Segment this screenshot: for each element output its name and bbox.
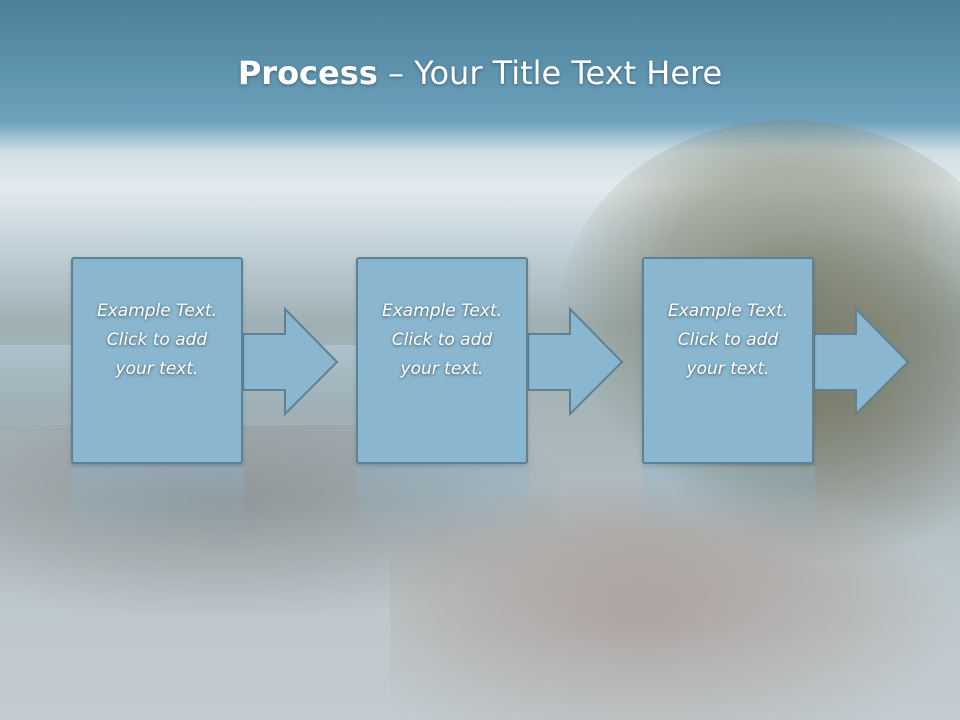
step-2-text: Example Text. Click to add your text.: [381, 301, 503, 379]
title-separator: –: [387, 54, 404, 92]
step-1-reflection: [72, 466, 244, 536]
step-1-arrow-icon: [242, 306, 339, 417]
step-1-text: Example Text. Click to add your text.: [96, 301, 218, 379]
step-2-arrow-icon: [527, 306, 624, 417]
step-3-text: Example Text. Click to add your text.: [667, 301, 789, 379]
title-rest: Your Title Text Here: [414, 54, 723, 92]
step-3-box[interactable]: Example Text. Click to add your text.: [642, 257, 814, 464]
step-3-arrow-icon: [813, 306, 910, 417]
step-2-box[interactable]: Example Text. Click to add your text.: [356, 257, 528, 464]
title-bold: Process: [237, 54, 378, 92]
step-3-reflection: [643, 466, 815, 536]
step-1-box[interactable]: Example Text. Click to add your text.: [71, 257, 243, 464]
slide-title[interactable]: Process – Your Title Text Here: [0, 54, 960, 92]
step-2-reflection: [357, 466, 529, 536]
background-haze: [0, 500, 960, 720]
